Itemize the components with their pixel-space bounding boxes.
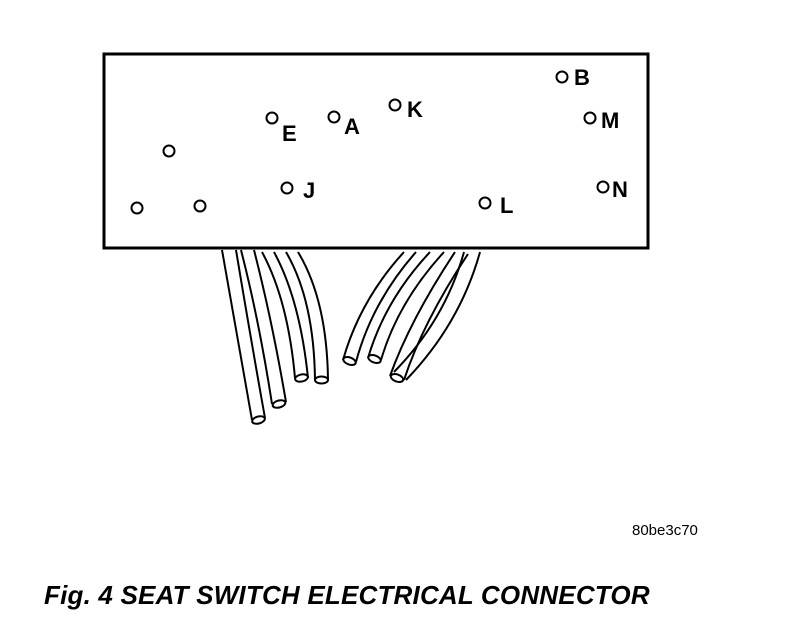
wire-2 [240,249,287,409]
pin-label-N: N [612,177,628,202]
pin-unlabeled-3 [193,199,207,213]
connector-housing [102,52,650,250]
wire-1 [221,249,266,425]
wire-bundle-left [221,249,329,425]
wire-5 [342,251,417,366]
pin-label-B: B [574,65,590,90]
figure-caption: Fig. 4 SEAT SWITCH ELECTRICAL CONNECTOR [44,580,650,610]
pin-label-J: J [303,178,315,203]
pin-L: L [478,193,513,218]
pin-K: K [388,97,423,122]
wire-3 [261,251,309,383]
pin-label-L: L [500,193,513,218]
pin-label-K: K [407,97,423,122]
pin-M: M [583,108,619,133]
wire-6 [367,251,445,364]
pin-B: B [555,65,590,90]
pin-label-A: A [344,114,360,139]
pin-label-E: E [282,121,297,146]
pin-unlabeled-1 [162,144,176,158]
pin-A: A [327,110,360,139]
wire-8 [393,251,481,381]
pin-J: J [280,178,315,203]
wire-bundle-right [342,251,481,383]
pin-E: E [265,111,297,146]
pin-unlabeled-2 [130,201,144,215]
wire-4 [285,251,329,385]
connector-diagram: E A K J B M N L [102,52,650,425]
image-reference-code: 80be3c70 [632,522,698,539]
pin-N: N [596,177,628,202]
pin-label-M: M [601,108,619,133]
